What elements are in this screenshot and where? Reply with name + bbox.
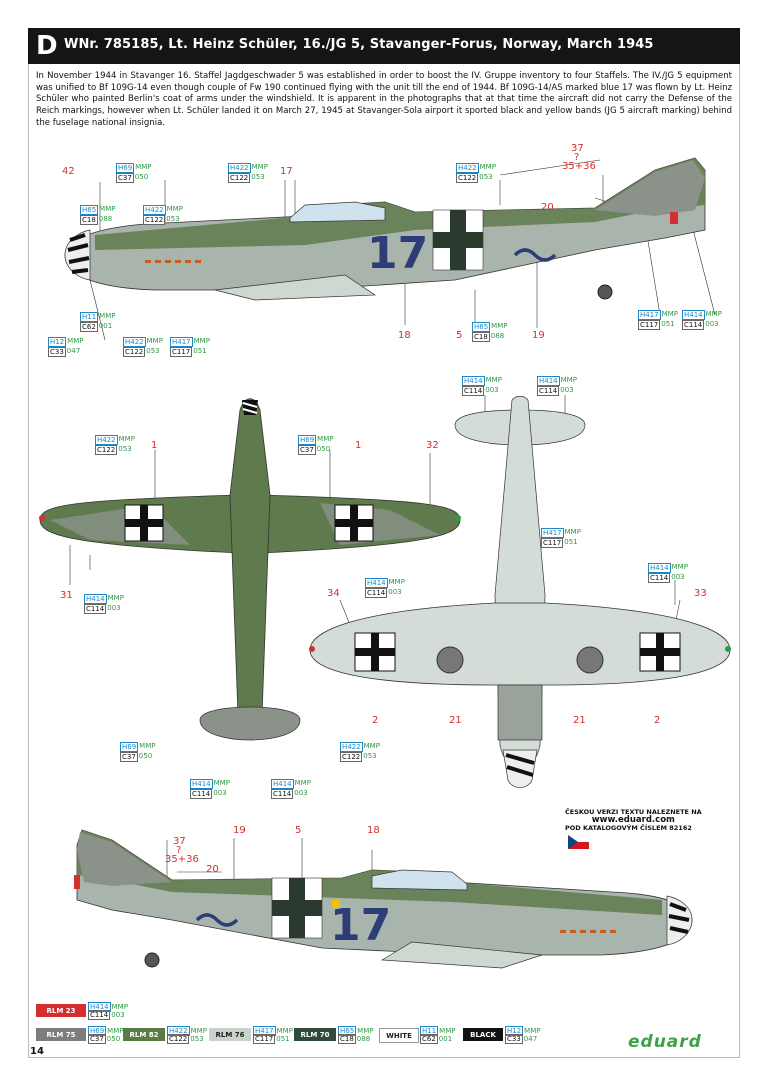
stencil-number: 5 bbox=[456, 330, 463, 341]
czech-note-line1: ČESKOU VERZI TEXTU NALEZNETE NA bbox=[565, 808, 702, 816]
stencil-number: 42 bbox=[62, 166, 75, 177]
scheme-letter: D bbox=[36, 31, 58, 61]
stencil-number: 2 bbox=[372, 715, 379, 726]
legend-chip-rlm75: RLM 75 bbox=[36, 1028, 86, 1041]
stencil-number: 31 bbox=[60, 590, 73, 601]
title-bar: D WNr. 785185, Lt. Heinz Schüler, 16./JG… bbox=[28, 28, 740, 64]
stencil-number: 1 bbox=[355, 440, 362, 451]
legend-chip-rlm76: RLM 76 bbox=[209, 1028, 251, 1041]
stencil-number: 21 bbox=[449, 715, 462, 726]
legend-chip-rlm70: RLM 70 bbox=[294, 1028, 336, 1041]
scheme-title: WNr. 785185, Lt. Heinz Schüler, 16./JG 5… bbox=[64, 37, 654, 52]
stencil-number: 32 bbox=[426, 440, 439, 451]
legend-chip-black: BLACK bbox=[463, 1028, 503, 1041]
stencil-number: 1 bbox=[151, 440, 158, 451]
legend-chip-white: WHITE bbox=[379, 1028, 419, 1043]
bottom-view bbox=[309, 395, 731, 788]
czech-version-note: ČESKOU VERZI TEXTU NALEZNETE NA www.edua… bbox=[565, 808, 702, 832]
czech-flag-icon bbox=[568, 835, 589, 849]
top-view bbox=[39, 398, 461, 741]
legend-chip-rlm23: RLM 23 bbox=[36, 1004, 86, 1017]
stencil-number: 19 bbox=[532, 330, 545, 341]
stencil-number: 18 bbox=[398, 330, 411, 341]
stencil-number: 18 bbox=[367, 825, 380, 836]
left-profile-view: 17 bbox=[64, 157, 716, 341]
stencil-number: 21 bbox=[573, 715, 586, 726]
stencil-number: 34 bbox=[327, 588, 340, 599]
stencil-number: 17 bbox=[280, 166, 293, 177]
stencil-number: ? bbox=[176, 845, 182, 856]
stencil-number: 37 bbox=[173, 836, 186, 847]
stencil-number: 33 bbox=[694, 588, 707, 599]
scheme-description: In November 1944 in Stavanger 16. Staffe… bbox=[36, 71, 732, 128]
stencil-number: 35+36 bbox=[562, 161, 596, 172]
stencil-number: 37 bbox=[571, 143, 584, 154]
stencil-number: 20 bbox=[541, 202, 554, 213]
stencil-number: 20 bbox=[206, 864, 219, 875]
stencil-number: ? bbox=[574, 152, 580, 163]
czech-note-line2: POD KATALOGOVÝM ČÍSLEM 82162 bbox=[565, 824, 692, 832]
legend-chip-rlm82: RLM 82 bbox=[123, 1028, 165, 1041]
stencil-number: 35+36 bbox=[165, 854, 199, 865]
eduard-logo: eduard bbox=[628, 1032, 702, 1052]
side-code-17: 17 bbox=[367, 228, 428, 279]
page-number: 14 bbox=[30, 1046, 44, 1057]
stencil-number: 19 bbox=[233, 825, 246, 836]
right-profile-view: 17 bbox=[74, 829, 693, 969]
czech-note-url[interactable]: www.eduard.com bbox=[591, 815, 675, 825]
stencil-number: 2 bbox=[654, 715, 661, 726]
stencil-number: 5 bbox=[295, 825, 302, 836]
side-code-17-right: 17 bbox=[330, 900, 391, 951]
